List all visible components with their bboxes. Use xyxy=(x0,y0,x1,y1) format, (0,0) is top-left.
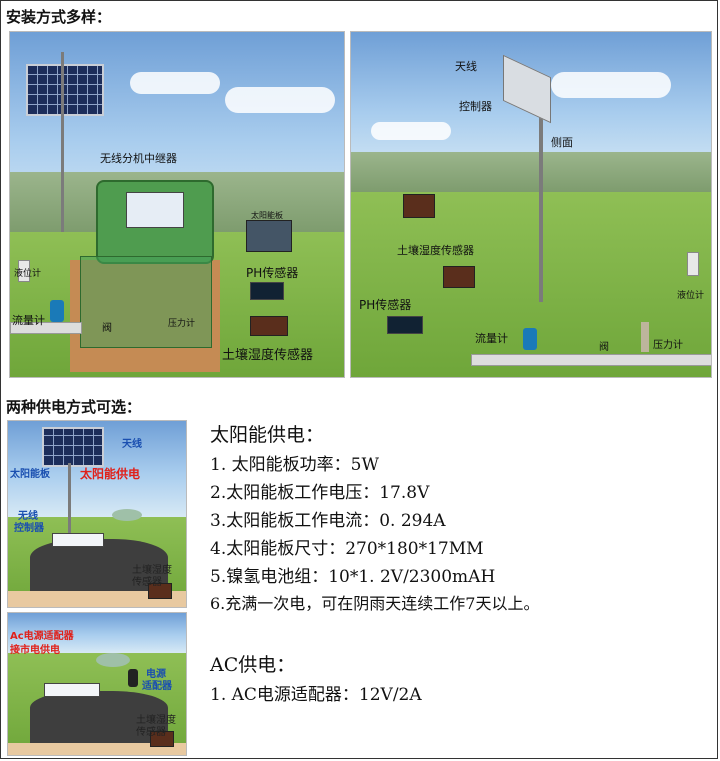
soil-cross-section xyxy=(30,539,168,601)
soil-cross-section-ac xyxy=(30,691,168,747)
ann-ac-adapter: Ac电源适配器 xyxy=(10,631,74,642)
pipe-right xyxy=(471,354,711,366)
controller-label: 控制器 xyxy=(459,100,492,113)
ann-antenna: 天线 xyxy=(122,439,142,450)
wireless-node xyxy=(112,509,142,521)
ann-mains: 接市电供电 xyxy=(10,645,60,656)
flowmeter-right xyxy=(523,328,537,350)
ac-power-diagram: Ac电源适配器 接市电供电 电源 适配器 土壤湿度 传感器 xyxy=(7,612,187,756)
solar-spec-item: 2.太阳能板工作电压：17.8V xyxy=(210,483,430,503)
sensor-1 xyxy=(403,194,435,218)
valve-label-right: 阀 xyxy=(599,342,609,353)
ann-soil-2: 传感器 xyxy=(132,577,162,588)
ph-label-right: PH传感器 xyxy=(359,298,412,312)
level-label-right: 液位计 xyxy=(677,291,705,301)
buried-enclosure xyxy=(80,256,212,348)
ac-spec-heading: AC供电： xyxy=(210,654,296,676)
flowmeter-image xyxy=(50,300,64,322)
flow-label: 流量计 xyxy=(12,314,45,327)
ph-sensor-right xyxy=(387,316,423,334)
section-install-title: 安装方式多样： xyxy=(6,8,112,26)
soil-label: 土壤湿度传感器 xyxy=(222,348,314,363)
solar-panel-small xyxy=(42,427,104,467)
level-meter-right xyxy=(687,252,699,276)
soil-sensor-right xyxy=(443,266,475,288)
ground-strip xyxy=(8,591,186,607)
side-label: 侧面 xyxy=(551,136,573,149)
ann-soil-ac-1: 土壤湿度 xyxy=(136,715,176,726)
controller-box-small xyxy=(52,533,104,547)
solar-spec-item: 4.太阳能板尺寸：270*180*17MM xyxy=(210,539,484,559)
install-panel-right: 天线 控制器 侧面 土壤湿度传感器 PH传感器 流量计 阀 压力计 液位计 xyxy=(350,31,712,378)
ann-wireless: 无线 xyxy=(18,511,38,522)
controller-box-ac xyxy=(44,683,100,697)
soil-sensor-small xyxy=(148,583,172,599)
relay-label: 无线分机中继器 xyxy=(100,152,177,165)
valve-label: 阀 xyxy=(102,323,112,334)
ph-label: PH传感器 xyxy=(246,266,299,280)
ann-soil-ac-2: 传感器 xyxy=(136,727,166,738)
solar-spec-heading: 太阳能供电： xyxy=(210,424,325,446)
ann-power-2: 适配器 xyxy=(142,681,172,692)
pipe xyxy=(10,322,82,334)
level-label: 液位计 xyxy=(14,269,42,279)
soil-sensor-ac xyxy=(150,731,174,747)
level-meter-image xyxy=(18,260,30,282)
flow-label-right: 流量计 xyxy=(475,332,508,345)
ann-soil-1: 土壤湿度 xyxy=(132,565,172,576)
wireless-node-ac xyxy=(96,653,130,667)
solar-board-label: 太阳能板 xyxy=(251,211,283,220)
solar-spec-item: 3.太阳能板工作电流：0. 294A xyxy=(210,511,446,531)
ann-solar-panel: 太阳能板 xyxy=(10,469,50,480)
solar-spec-item: 6.充满一次电，可在阴雨天连续工作7天以上。 xyxy=(210,594,540,613)
ac-adapter-image xyxy=(128,669,138,687)
solar-spec-item: 1. 太阳能板功率：5W xyxy=(210,455,379,475)
section-power-title: 两种供电方式可选： xyxy=(6,398,142,416)
ground-strip-ac xyxy=(8,743,186,755)
antenna-label: 天线 xyxy=(455,60,477,73)
soil-label-right: 土壤湿度传感器 xyxy=(397,244,474,257)
ann-controller: 控制器 xyxy=(14,523,44,534)
solar-panel-image xyxy=(26,64,104,116)
mini-solar-image xyxy=(246,220,292,252)
solar-spec-item: 5.镍氢电池组：10*1. 2V/2300mAH xyxy=(210,567,496,587)
pressure-gauge-right xyxy=(641,322,649,352)
soil-sensor-image xyxy=(250,316,288,336)
relay-box xyxy=(126,192,184,228)
solar-power-diagram: 天线 太阳能板 太阳能供电 无线 控制器 土壤湿度 传感器 xyxy=(7,420,187,608)
ph-sensor-image xyxy=(250,282,284,300)
pressure-label-right: 压力计 xyxy=(653,340,683,351)
ac-spec-item: 1. AC电源适配器：12V/2A xyxy=(210,685,422,705)
ann-power-1: 电源 xyxy=(146,669,166,680)
pressure-label: 压力计 xyxy=(168,319,196,329)
install-panel-left: 无线分机中继器 太阳能板 液位计 PH传感器 流量计 阀 压力计 土壤湿度传感器 xyxy=(9,31,345,378)
ann-solar-power: 太阳能供电 xyxy=(80,467,141,481)
